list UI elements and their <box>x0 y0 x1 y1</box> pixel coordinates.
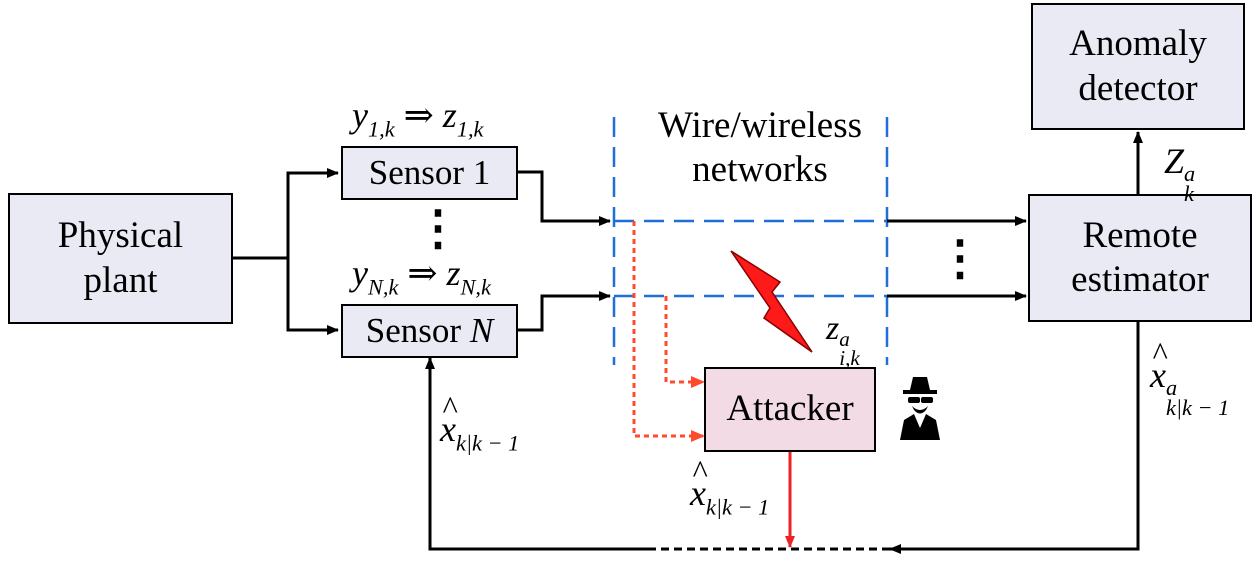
network-region <box>612 117 889 365</box>
plant-to-sensors-line <box>233 168 339 260</box>
sensor-n-signal-label: yN,k ⇒ zN,k <box>352 253 491 300</box>
estimator-feedback-line <box>889 322 1140 554</box>
attacker-label: Attacker <box>726 388 854 430</box>
attacker-block: Attacker <box>704 367 876 452</box>
sensor-ellipsis: ⋮ <box>414 202 462 255</box>
network-label: Wire/wireless networks <box>658 105 862 191</box>
sensor-1-signal-label: y1,k ⇒ z1,k <box>352 95 484 142</box>
sensor-n-block: Sensor N <box>341 304 518 358</box>
estimate-label-sensor: xk|k − 1 <box>440 408 519 456</box>
eavesdrop-path-2 <box>664 296 705 388</box>
estimate-label-estimator: xak|k − 1 <box>1150 354 1229 419</box>
physical-plant-label: Physical plant <box>57 215 184 301</box>
remote-estimator-block: Remote estimator <box>1028 194 1252 322</box>
network-ellipsis: ⋮ <box>936 232 984 285</box>
sensorN-to-network-line <box>518 291 611 332</box>
lightning-icon <box>730 250 813 353</box>
sensor1-to-network-line <box>518 170 611 226</box>
sensor-1-block: Sensor 1 <box>341 146 518 200</box>
physical-plant-block: Physical plant <box>8 193 233 324</box>
anomaly-detector-block: Anomaly detector <box>1031 3 1245 130</box>
plant-to-sensor-n-line <box>286 258 339 335</box>
remote-estimator-label: Remote estimator <box>1071 214 1209 300</box>
sensor-n-label: Sensor N <box>365 311 494 350</box>
feedback-to-sensor-line <box>425 357 655 551</box>
anomaly-detector-label: Anomaly detector <box>1069 23 1207 109</box>
estimate-label-attacker: xk|k − 1 <box>690 472 769 520</box>
eavesdrop-path-1 <box>632 221 705 442</box>
spy-icon <box>900 377 940 440</box>
sensor-1-label: Sensor 1 <box>368 153 491 192</box>
